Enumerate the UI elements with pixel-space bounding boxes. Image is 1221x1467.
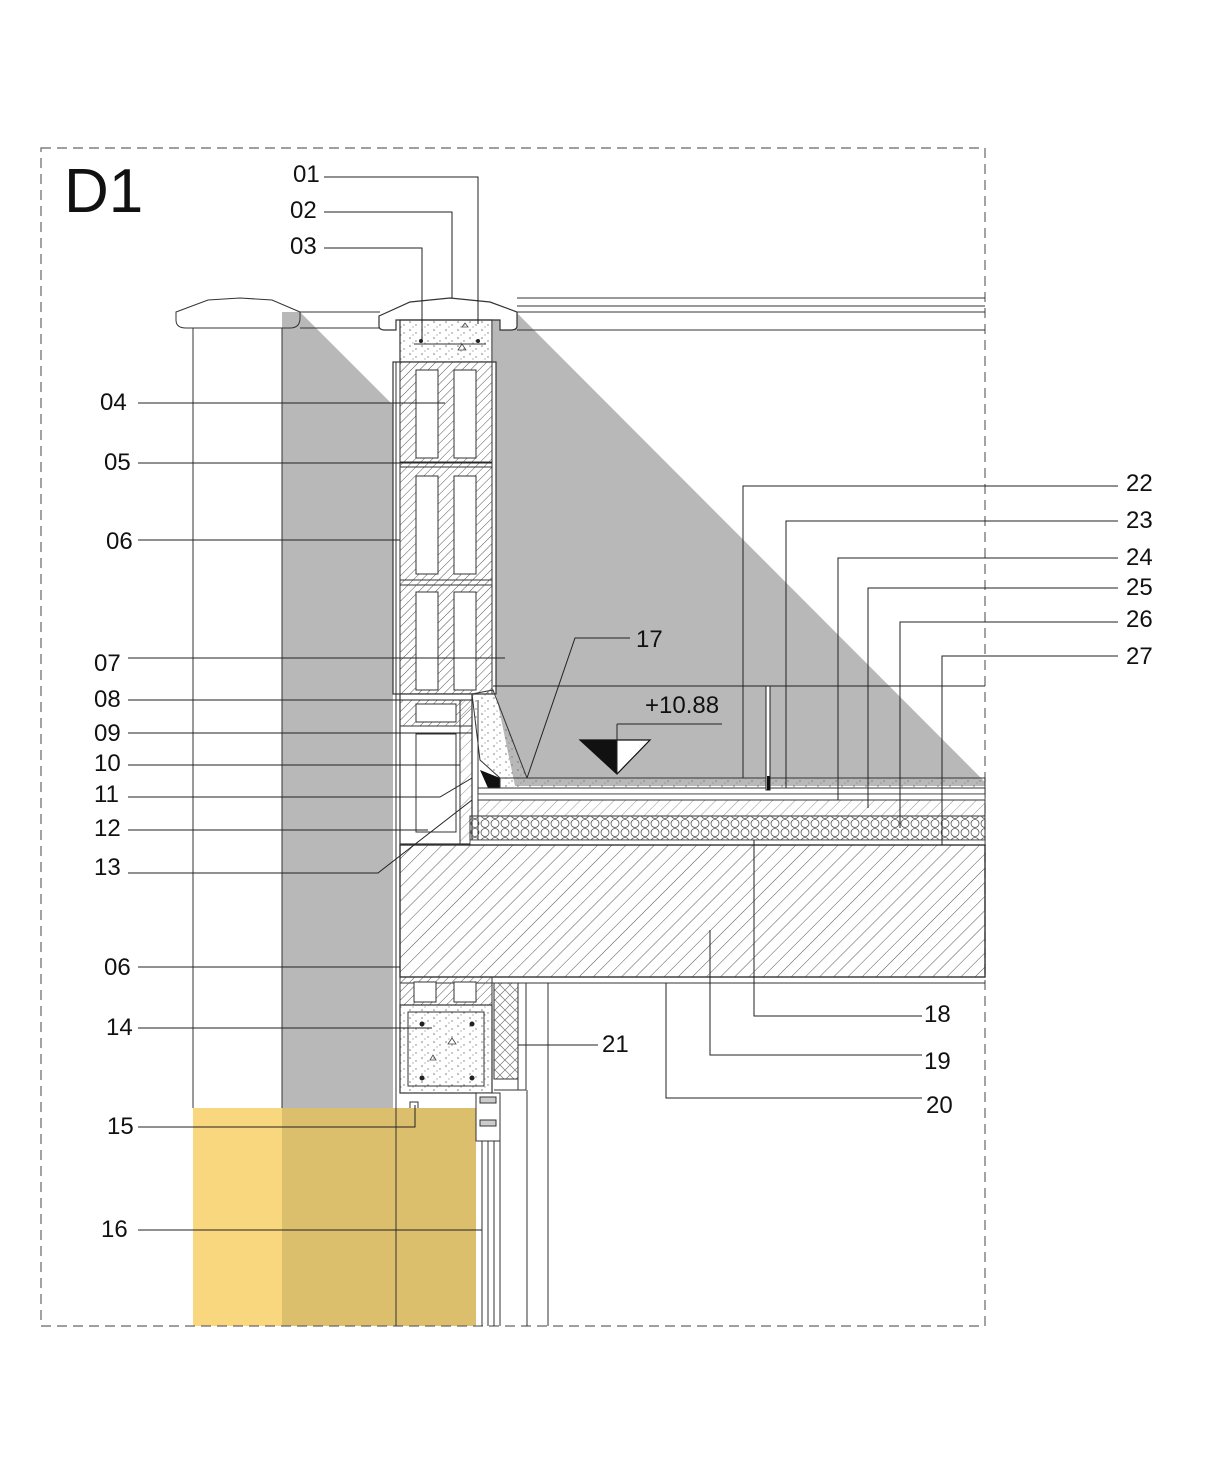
callout-label: 09 (94, 720, 121, 747)
callout-label: 26 (1126, 606, 1153, 633)
callout-label: 12 (94, 815, 121, 842)
callout-label: 15 (107, 1113, 134, 1140)
callout-label: 03 (290, 233, 317, 260)
callout-label: 17 (636, 626, 663, 653)
window-frame (475, 1090, 528, 1326)
callout-label: 02 (290, 197, 317, 224)
callout-label: 22 (1126, 470, 1153, 497)
callout-label: 19 (924, 1048, 951, 1075)
yellow-masonry-wall (193, 1108, 476, 1326)
level-marker-label: +10.88 (645, 692, 719, 719)
callout-label: 20 (926, 1092, 953, 1119)
callout-label: 05 (104, 449, 131, 476)
callout-label: 10 (94, 750, 121, 777)
callout-label: 01 (293, 161, 320, 188)
shadow-areas (282, 312, 985, 1108)
callout-label: 13 (94, 854, 121, 881)
roof-buildup (469, 685, 986, 846)
callout-label: 18 (924, 1001, 951, 1028)
callout-label: 11 (94, 781, 119, 808)
parapet-wall (392, 361, 497, 695)
callout-label: 23 (1126, 507, 1153, 534)
lower-lintel-beam (399, 976, 493, 1094)
top-concrete-beam (399, 319, 493, 363)
callout-label: 27 (1126, 643, 1153, 670)
sill-notch (409, 1101, 419, 1108)
coping-cap (378, 297, 985, 331)
callout-label: 25 (1126, 574, 1153, 601)
level-marker: +10.88 (578, 692, 722, 775)
callout-label: 04 (100, 389, 127, 416)
callout-label: 08 (94, 686, 121, 713)
callout-label: 21 (602, 1031, 629, 1058)
detail-title: D1 (64, 157, 143, 226)
detail-frame (40, 147, 986, 1327)
callout-label: 14 (106, 1014, 133, 1041)
lower-wall-section (395, 693, 473, 1326)
callout-labels: 01 02 03 04 05 06 07 08 09 10 11 12 13 0… (94, 161, 1153, 1243)
callout-label: 06 (104, 954, 131, 981)
callout-label: 06 (106, 528, 133, 555)
neighbour-pier (175, 297, 380, 1108)
leader-lines (128, 176, 1118, 1231)
concrete-slab (399, 844, 986, 978)
callout-label: 16 (101, 1216, 128, 1243)
soffit-insulation (493, 982, 549, 1326)
callout-label: 07 (94, 650, 121, 677)
callout-label: 24 (1126, 544, 1153, 571)
